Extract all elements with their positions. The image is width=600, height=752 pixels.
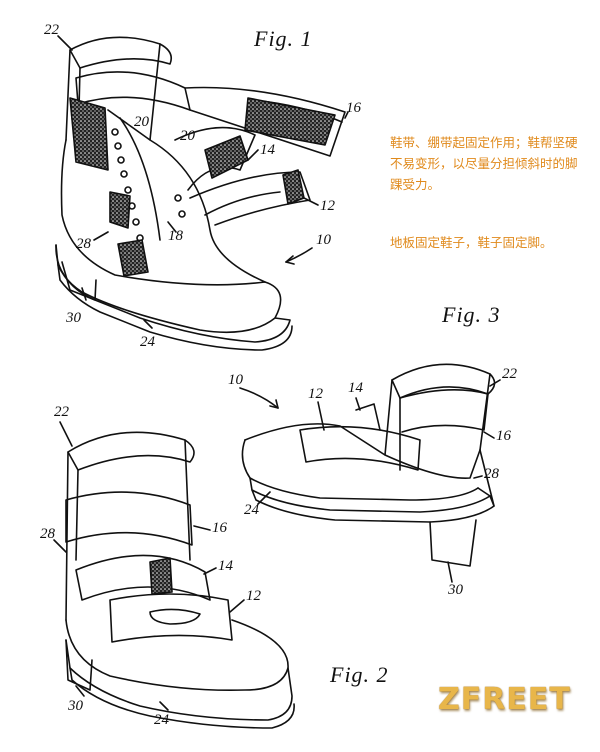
fig2-callout-24: 24 [154,712,169,728]
fig1-callout-24: 24 [140,334,155,350]
fig3-callout-16: 16 [496,428,511,444]
fig2-label: Fig. 2 [330,662,389,687]
fig2-callout-12: 12 [246,588,261,604]
fig3-callout-14: 14 [348,380,363,396]
fig2-callout-22: 22 [54,404,69,420]
fig3-callout-12: 12 [308,386,323,402]
fig1-callout-30: 30 [66,310,81,326]
fig3-callout-22: 22 [502,366,517,382]
fig1-callout-28: 28 [76,236,91,252]
fig2-callout-28: 28 [40,526,55,542]
fig1-callout-20a: 20 [134,114,149,130]
fig1-label: Fig. 1 [254,26,313,51]
fig3-callout-10: 10 [228,372,243,388]
fig2-callout-16: 16 [212,520,227,536]
fig3-callout-24: 24 [244,502,259,518]
fig1-callout-18: 18 [168,228,183,244]
fig2-callout-14: 14 [218,558,233,574]
fig1-callout-22: 22 [44,22,59,38]
fig3-callout-28: 28 [484,466,499,482]
fig2-shoe [53,421,295,729]
fig1-callout-16: 16 [346,100,361,116]
fig1-shoe [55,35,349,351]
fig3-callout-30: 30 [448,582,463,598]
fig2-callout-30: 30 [68,698,83,714]
fig3-shoe [239,363,501,583]
zfreet-logo: ZFREET [438,682,571,717]
fig1-callout-10: 10 [316,232,331,248]
note-paragraph-1: 鞋带、绷带起固定作用；鞋帮坚硬不易变形，以尽量分担倾斜时的脚踝受力。 [390,135,578,192]
fig1-callout-20b: 20 [180,128,195,144]
fig3-label: Fig. 3 [442,302,501,327]
fig1-callout-12: 12 [320,198,335,214]
note-paragraph-2: 地板固定鞋子，鞋子固定脚。 [390,235,553,250]
fig1-callout-14: 14 [260,142,275,158]
